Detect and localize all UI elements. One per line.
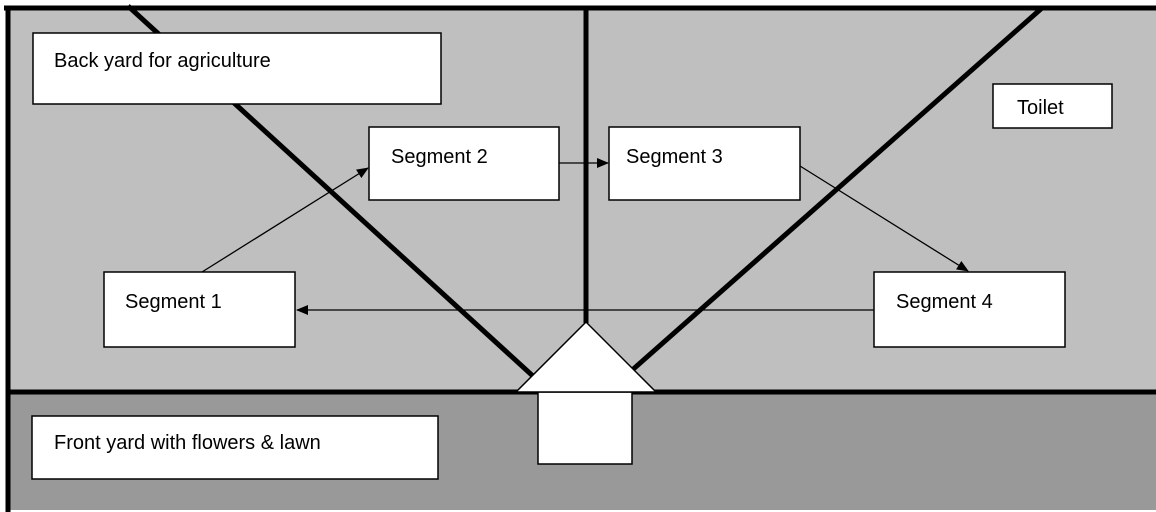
toilet-label: Toilet [1017, 97, 1064, 119]
segment-2-label: Segment 2 [391, 146, 488, 168]
segment-4-label: Segment 4 [896, 291, 993, 313]
arrow-segment-1-to-2 [201, 167, 369, 273]
segment-1-box [103, 271, 296, 348]
segment-2-box [368, 126, 560, 201]
segment-3-box [608, 126, 801, 201]
diagonal-divider-right [628, 6, 1044, 374]
segment-3-label: Segment 3 [626, 146, 723, 168]
arrow-segment-3-to-4 [799, 165, 969, 272]
back-yard-label: Back yard for agriculture [54, 50, 271, 72]
up-arrow-icon [514, 320, 658, 465]
front-yard-label-box [31, 415, 439, 480]
segment-1-label: Segment 1 [125, 291, 222, 313]
front-yard-label: Front yard with flowers & lawn [54, 432, 321, 454]
segment-4-box [873, 271, 1066, 348]
toilet-label-box [992, 83, 1113, 129]
back-yard-label-box [32, 32, 442, 105]
